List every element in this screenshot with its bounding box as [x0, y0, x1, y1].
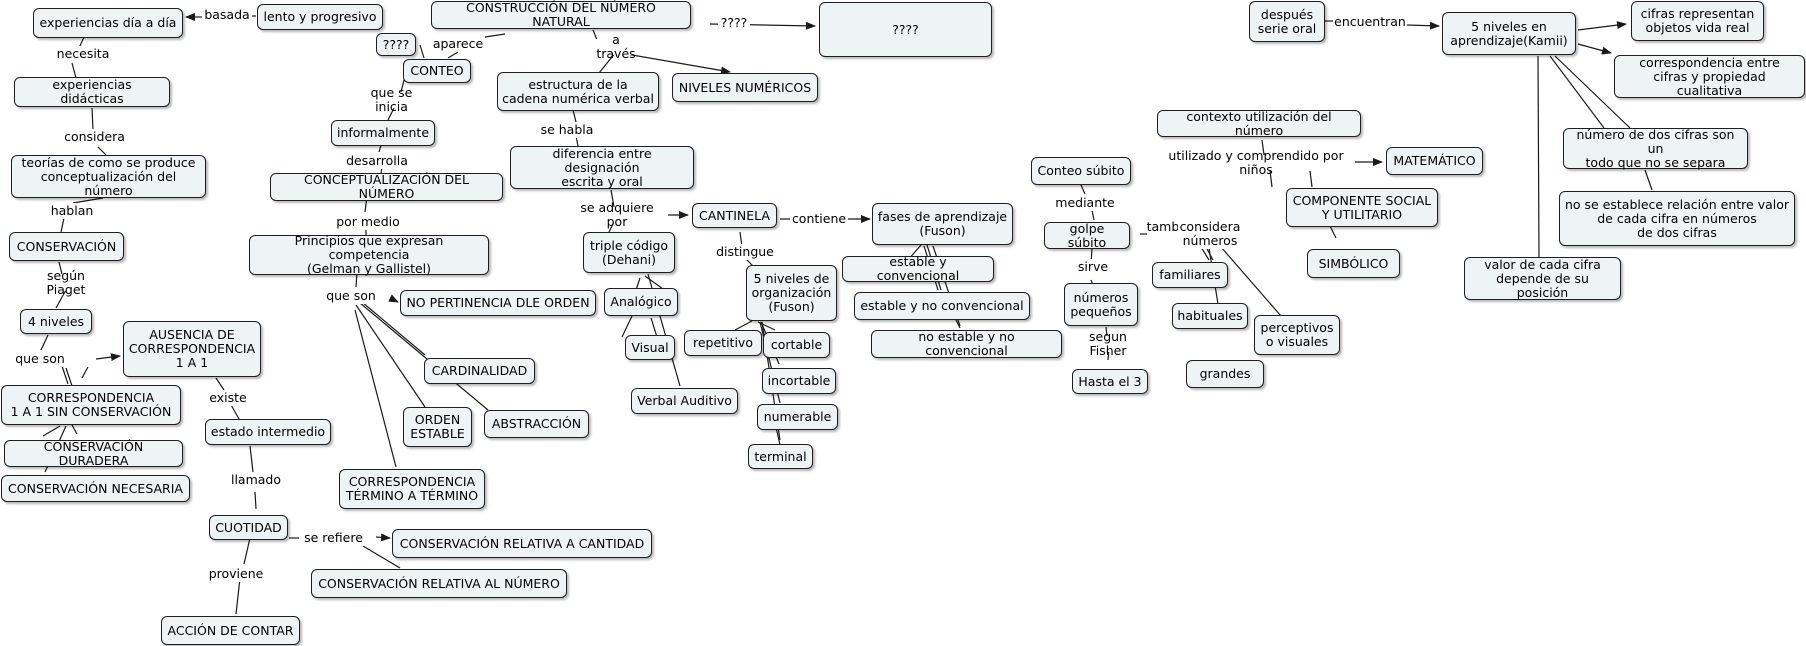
link-label-desarrolla: desarrolla [345, 153, 409, 169]
concept-node-perceptivos[interactable]: perceptivos o visuales [1254, 315, 1340, 355]
concept-node-cifras-rep[interactable]: cifras representan objetos vida real [1631, 1, 1764, 41]
concept-node-cinco-kamii[interactable]: 5 niveles en aprendizaje(Kamii) [1442, 12, 1576, 55]
concept-node-verbal[interactable]: Verbal Auditivo [631, 388, 738, 414]
link-label-sirve: sirve [1077, 259, 1109, 275]
concept-node-triple[interactable]: triple código (Dehani) [583, 232, 675, 273]
concept-node-analogico[interactable]: Analógico [604, 288, 678, 316]
concept-node-cons-necesaria[interactable]: CONSERVACIÓN NECESARIA [1, 475, 190, 502]
concept-node-contexto[interactable]: contexto utilización del número [1157, 109, 1361, 137]
concept-node-exp-did[interactable]: experiencias didácticas [14, 77, 170, 107]
concept-node-q-small[interactable]: ???? [376, 33, 416, 56]
link-label-distingue: distingue [714, 244, 776, 260]
concept-node-conceptualizacion[interactable]: CONCEPTUALIZACIÓN DEL NÚMERO [270, 173, 503, 201]
concept-node-no-estable[interactable]: no estable y no convencional [871, 330, 1062, 358]
link-label-considera-num: considera números [1178, 219, 1242, 249]
link-label-llamado: llamado [230, 472, 282, 488]
concept-node-accion[interactable]: ACCIÓN DE CONTAR [161, 616, 300, 645]
concept-node-cons-rel-cantidad[interactable]: CONSERVACIÓN RELATIVA A CANTIDAD [392, 529, 652, 558]
concept-node-abstraccion[interactable]: ABSTRACCIÓN [484, 410, 589, 438]
concept-node-incortable[interactable]: incortable [762, 368, 836, 394]
concept-node-principios[interactable]: Principios que expresan competencia (Gel… [249, 234, 489, 276]
link-label-aparece: aparece [431, 36, 485, 52]
concept-node-cuotidad[interactable]: CUOTIDAD [209, 515, 288, 540]
concept-node-terminal[interactable]: terminal [748, 444, 813, 469]
concept-node-estable-no-conv[interactable]: estable y no convencional [854, 292, 1030, 320]
concept-node-repetitivo[interactable]: repetitivo [684, 330, 762, 356]
concept-node-corresp-sin[interactable]: CORRESPONDENCIA 1 A 1 SIN CONSERVACIÓN [1, 385, 181, 425]
concept-node-diferencia[interactable]: diferencia entre designación escrita y o… [510, 146, 694, 189]
concept-node-no-relacion[interactable]: no se establece relación entre valor de … [1559, 191, 1795, 246]
concept-node-no-pertinencia[interactable]: NO PERTINENCIA DLE ORDEN [400, 290, 596, 316]
link-label-segun-fisher: segun Fisher [1068, 330, 1148, 358]
concept-node-lento[interactable]: lento y progresivo [257, 4, 383, 30]
concept-node-corresp-termino[interactable]: CORRESPONDENCIA TÉRMINO A TÉRMINO [339, 469, 485, 509]
concept-node-exp-dia[interactable]: experiencias día a día [33, 8, 183, 38]
link-label-segun-piaget: según Piaget [25, 269, 107, 297]
concept-node-conteo-subito[interactable]: Conteo súbito [1031, 157, 1131, 185]
concept-node-numerable[interactable]: numerable [757, 404, 838, 430]
concept-node-corresp-cifras[interactable]: correspondencia entre cifras y propiedad… [1614, 55, 1805, 98]
concept-node-teorias[interactable]: teorías de como se produce conceptualiza… [11, 155, 206, 198]
concept-node-existe-lbl-target-estado[interactable]: estado intermedio [205, 419, 331, 445]
concept-node-construccion[interactable]: CONSTRUCCIÓN DEL NÚMERO NATURAL [431, 1, 691, 29]
concept-node-estable-conv[interactable]: estable y convencional [842, 255, 994, 283]
concept-node-visual[interactable]: Visual [625, 335, 675, 360]
link-label-proviene: proviene [207, 566, 265, 582]
link-label-que-son-2: que son [325, 288, 377, 304]
link-label-encuentran: encuentran [1333, 14, 1407, 30]
concept-node-golpe[interactable]: golpe súbito [1044, 221, 1130, 249]
concept-node-hasta3[interactable]: Hasta el 3 [1072, 369, 1148, 394]
concept-node-niveles-num[interactable]: NIVELES NUMÉRICOS [672, 73, 818, 102]
link-label-existe: existe [208, 390, 248, 406]
link-label-que-son-1: que son [14, 351, 66, 367]
concept-node-cortable[interactable]: cortable [763, 332, 830, 358]
concept-node-simbolico[interactable]: SIMBÓLICO [1307, 249, 1400, 278]
concept-node-conservacion[interactable]: CONSERVACIÓN [9, 232, 124, 261]
link-label-necesita: necesita [56, 46, 110, 62]
concept-node-dos-cifras[interactable]: número de dos cifras son un todo que no … [1563, 127, 1748, 169]
concept-node-cons-rel-numero[interactable]: CONSERVACIÓN RELATIVA AL NÚMERO [311, 569, 567, 598]
concept-node-valor-cifra[interactable]: valor de cada cifra depende de su posici… [1464, 257, 1621, 300]
concept-node-cons-duradera[interactable]: CONSERVACIÓN DURADERA [4, 439, 183, 467]
concept-node-conteo[interactable]: CONTEO [403, 59, 471, 83]
concept-node-matematico[interactable]: MATEMÁTICO [1386, 147, 1483, 175]
concept-node-cantinela[interactable]: CANTINELA [692, 203, 777, 228]
link-label-contiene: contiene [790, 211, 848, 227]
link-label-q-arrow: ???? [718, 15, 750, 31]
concept-node-numeros-peq[interactable]: números pequeños [1064, 283, 1138, 326]
link-label-utilizado: utilizado y comprendido por niños [1160, 149, 1352, 177]
concept-node-despues[interactable]: después serie oral [1249, 1, 1325, 42]
concept-node-estructura[interactable]: estructura de la cadena numérica verbal [497, 72, 659, 111]
concept-node-familiares[interactable]: familiares [1152, 262, 1228, 288]
link-label-por-medio: por medio [335, 214, 401, 230]
link-label-se-refiere: se refiere [302, 530, 365, 546]
link-label-se-adquiere: se adquiere por [567, 201, 667, 229]
concept-node-habituales[interactable]: habituales [1172, 303, 1248, 329]
concept-node-fases[interactable]: fases de aprendizaje (Fuson) [872, 203, 1013, 245]
concept-node-ausencia[interactable]: AUSENCIA DE CORRESPONDENCIA 1 A 1 [123, 321, 261, 377]
link-label-que-se-inicia: que se inicia [352, 86, 431, 114]
link-label-mediante: mediante [1055, 195, 1115, 211]
concept-node-grandes[interactable]: grandes [1186, 360, 1264, 388]
concept-node-box-q[interactable]: ???? [819, 2, 992, 57]
link-label-hablan: hablan [50, 203, 94, 219]
link-label-considera: considera [64, 129, 125, 145]
link-label-basada: basada [202, 7, 252, 23]
link-label-se-habla: se habla [538, 122, 596, 138]
link-label-a-traves: a través [590, 33, 642, 61]
concept-node-cinco-niveles-fuson[interactable]: 5 niveles de organización (Fuson) [746, 265, 837, 321]
concept-node-cuatro-niveles[interactable]: 4 niveles [20, 309, 92, 334]
concept-node-orden[interactable]: ORDEN ESTABLE [403, 407, 472, 447]
concept-node-cardinalidad[interactable]: CARDINALIDAD [424, 358, 535, 384]
concept-node-social[interactable]: COMPONENTE SOCIAL Y UTILITARIO [1286, 188, 1438, 227]
concept-node-informalmente[interactable]: informalmente [331, 120, 435, 146]
